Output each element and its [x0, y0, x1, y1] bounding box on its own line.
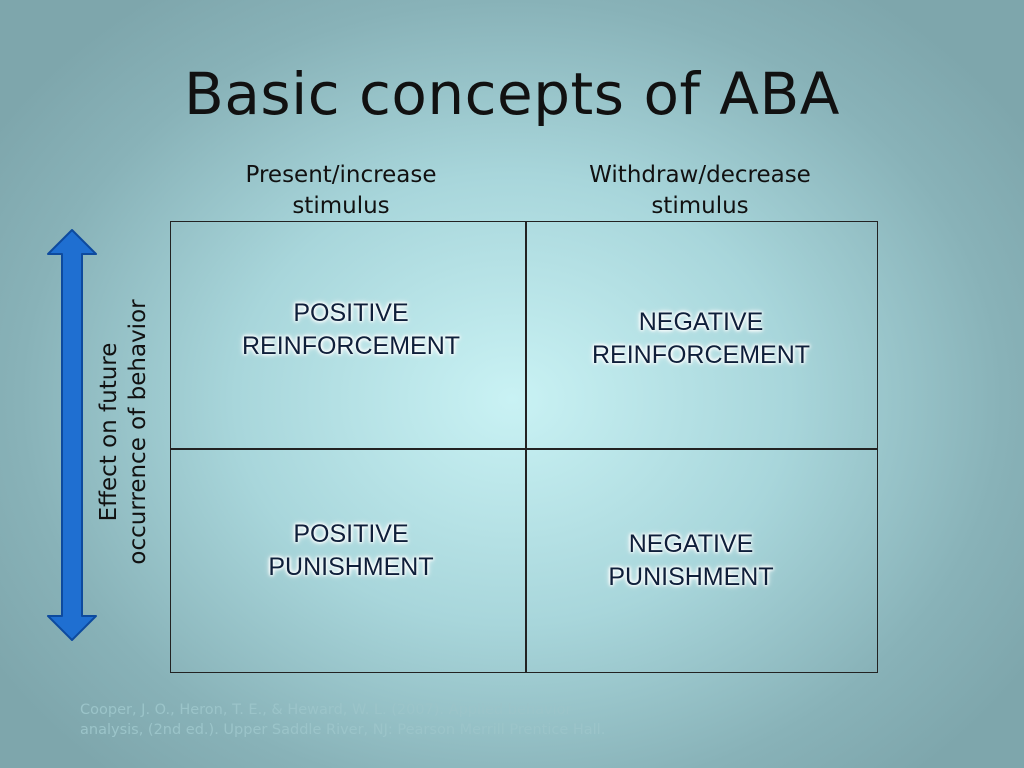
side-axis-label-line1: Effect on future — [96, 342, 122, 522]
side-axis-label: Effect on future occurrence of behavior — [95, 299, 153, 564]
citation-line2: analysis, (2nd ed.). Upper Saddle River,… — [80, 722, 606, 738]
cell-line2: PUNISHMENT — [608, 563, 774, 591]
side-axis-label-line2: occurrence of behavior — [125, 299, 151, 565]
column-header-withdraw-line1: Withdraw/decrease — [589, 162, 811, 188]
citation-line1: Cooper, J. O., Heron, T. E., & Heward, W… — [80, 702, 572, 718]
cell-negative-punishment: NEGATIVE PUNISHMENT — [541, 528, 841, 594]
column-header-present-line1: Present/increase — [245, 162, 437, 188]
column-header-present: Present/increase stimulus — [240, 160, 442, 222]
cell-line1: NEGATIVE — [638, 308, 764, 336]
cell-line1: POSITIVE — [293, 520, 409, 548]
citation-footnote: Cooper, J. O., Heron, T. E., & Heward, W… — [80, 700, 605, 740]
column-header-withdraw: Withdraw/decrease stimulus — [570, 160, 830, 222]
column-header-present-line2: stimulus — [292, 193, 390, 219]
cell-positive-punishment: POSITIVE PUNISHMENT — [201, 518, 501, 584]
cell-line2: PUNISHMENT — [268, 553, 434, 581]
matrix-vertical-divider — [525, 222, 527, 672]
cell-line1: POSITIVE — [293, 299, 409, 327]
cell-line2: REINFORCEMENT — [591, 341, 811, 369]
column-header-withdraw-line2: stimulus — [651, 193, 749, 219]
cell-line2: REINFORCEMENT — [241, 332, 461, 360]
cell-line1: NEGATIVE — [628, 530, 754, 558]
double-arrow-icon — [47, 229, 97, 641]
cell-positive-reinforcement: POSITIVE REINFORCEMENT — [201, 297, 501, 363]
slide-title: Basic concepts of ABA — [184, 60, 840, 128]
concept-matrix: POSITIVE REINFORCEMENT NEGATIVE REINFORC… — [170, 221, 878, 673]
cell-negative-reinforcement: NEGATIVE REINFORCEMENT — [551, 306, 851, 372]
matrix-horizontal-divider — [171, 448, 877, 450]
